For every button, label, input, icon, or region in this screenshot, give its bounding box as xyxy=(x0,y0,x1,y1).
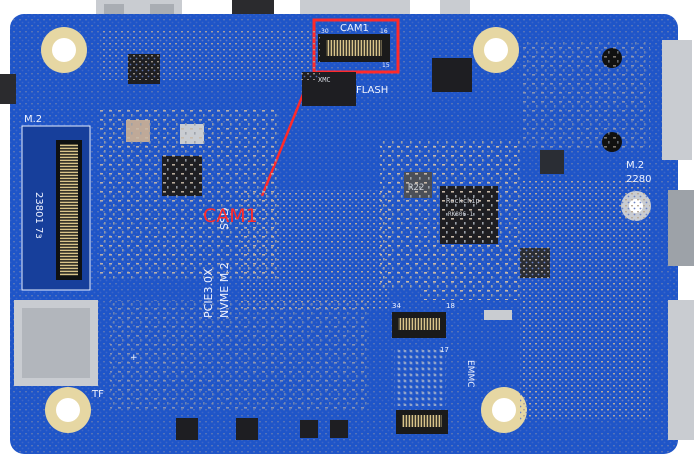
m2-size-label: 2280 xyxy=(626,174,651,185)
conn-34-label: 34 xyxy=(392,302,401,310)
cam1-header-label: CAM1 xyxy=(340,23,369,34)
emmc-label: EMMC xyxy=(465,360,475,388)
plus-label: + xyxy=(130,353,138,363)
m2-slot-left xyxy=(21,125,91,291)
right-connectors xyxy=(0,40,694,440)
pcie-label: PCIE3.0X xyxy=(202,268,215,318)
soc-model-label: RK806-1 xyxy=(448,211,474,218)
conn-18-label: 18 xyxy=(446,302,455,310)
tf-label: TF xyxy=(91,389,104,400)
pin-15-label: 15 xyxy=(382,62,390,69)
rockchip-label: Rockchip xyxy=(446,197,480,205)
xmc-chip-label: XMC xyxy=(318,76,331,84)
nvme-label: NVME M.2 xyxy=(218,262,231,318)
cam1-callout-text: CAM1 xyxy=(203,205,258,227)
ssd-label: SSD xyxy=(218,208,231,230)
r22-label: R22 xyxy=(408,183,424,193)
pin-16-label: 16 xyxy=(380,28,388,35)
m2-right-label: M.2 xyxy=(626,160,644,171)
size-2230-label: 23801 7з xyxy=(33,192,44,239)
pin-30-label: 30 xyxy=(321,28,329,35)
flash-label: FLASH xyxy=(356,85,388,96)
m2-left-label: M.2 xyxy=(24,114,42,125)
conn-17-label: 17 xyxy=(440,346,449,354)
